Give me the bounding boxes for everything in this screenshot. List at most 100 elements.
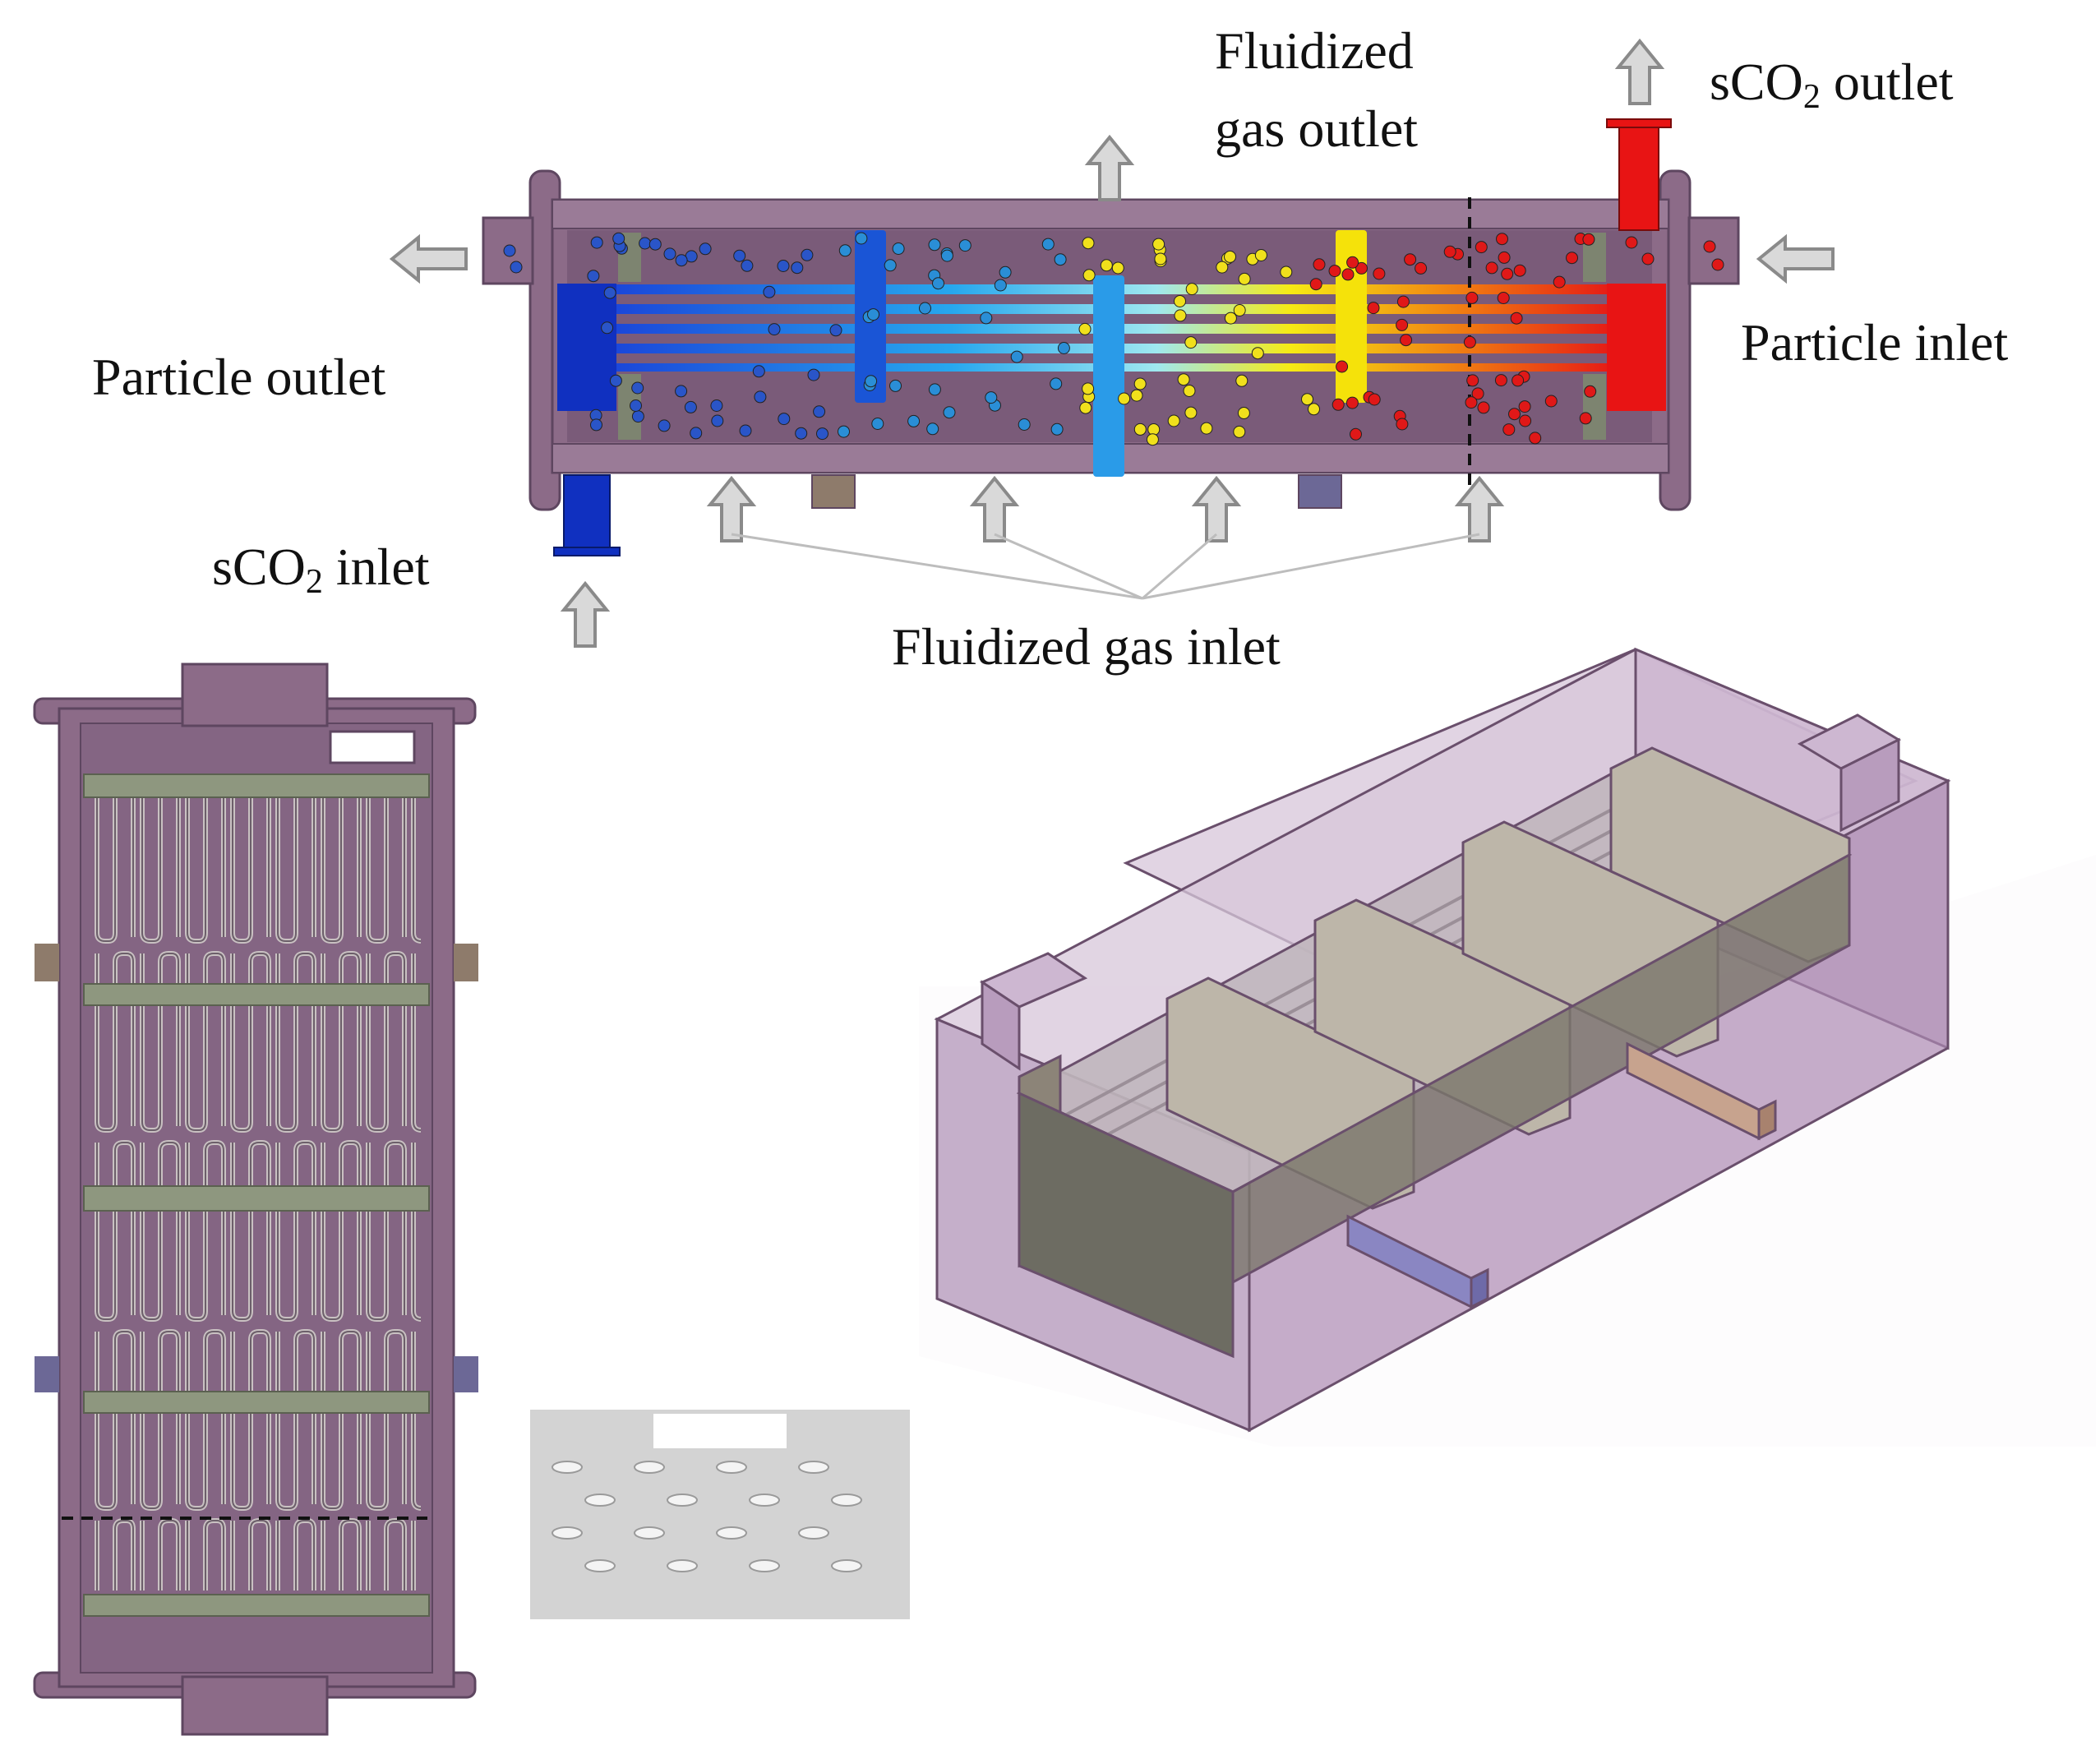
particle-dot-icon — [795, 427, 808, 440]
particle-cloud — [503, 232, 1724, 446]
particle-dot-icon — [1711, 258, 1724, 271]
particle-dot-icon — [1174, 309, 1187, 322]
flow-arrows — [389, 38, 1835, 648]
particle-dot-icon — [1566, 252, 1578, 265]
hollow-arrow-icon — [706, 475, 757, 542]
particle-dot-icon — [590, 418, 602, 432]
particle-dot-icon — [801, 248, 814, 261]
baffle-bar — [83, 1594, 430, 1617]
plate-hole — [798, 1526, 829, 1540]
particle-dot-icon — [752, 365, 765, 378]
particle-dot-icon — [631, 410, 644, 423]
particle-dot-icon — [889, 379, 902, 392]
particle-dot-icon — [1582, 233, 1595, 246]
particle-dot-icon — [778, 413, 791, 426]
fluidized-gas-outlet-label: Fluidized — [1215, 25, 1414, 77]
particle-dot-icon — [1254, 249, 1267, 261]
particle-dot-icon — [1510, 312, 1523, 325]
particle-dot-icon — [1477, 401, 1490, 414]
particle-dot-icon — [1519, 414, 1532, 427]
particle-dot-icon — [994, 279, 1007, 292]
particle-dot-icon — [710, 399, 723, 412]
cold-header — [557, 284, 616, 411]
fluidized-gas-outlet-line1: Fluidized — [1215, 21, 1414, 80]
particle-inlet-text: Particle inlet — [1741, 313, 2009, 372]
particle-dot-icon — [867, 308, 879, 321]
particle-dot-icon — [1079, 401, 1092, 414]
particle-dot-icon — [612, 232, 625, 245]
plate-hole — [667, 1494, 698, 1507]
particle-dot-icon — [838, 244, 852, 257]
particle-dot-icon — [1345, 396, 1359, 409]
particle-dot-icon — [1471, 387, 1484, 400]
particle-dot-icon — [958, 239, 972, 252]
side-port — [35, 1356, 59, 1392]
baffle-bar — [83, 983, 430, 1006]
particle-dot-icon — [943, 406, 956, 419]
particle-dot-icon — [1133, 422, 1147, 436]
particle-dot-icon — [1404, 253, 1417, 266]
particle-dot-icon — [919, 302, 931, 315]
hollow-arrow-icon — [1084, 134, 1135, 201]
particle-dot-icon — [1082, 269, 1096, 282]
particle-dot-icon — [1154, 252, 1167, 265]
particle-dot-icon — [1233, 425, 1246, 438]
particle-dot-icon — [684, 400, 697, 413]
particle-dot-icon — [777, 260, 790, 272]
fluidized-gas-inlet-label: Fluidized gas inlet — [892, 621, 1281, 673]
sco2-outlet-suffix: outlet — [1820, 53, 1954, 111]
sco2-inlet-flange — [553, 547, 621, 556]
particle-dot-icon — [1184, 406, 1198, 419]
side-port — [454, 944, 478, 981]
hollow-arrow-icon — [560, 580, 611, 648]
particle-dot-icon — [1465, 396, 1478, 409]
fluidized-gas-inlet-text: Fluidized gas inlet — [892, 617, 1281, 676]
particle-dot-icon — [1216, 261, 1229, 274]
particle-dot-icon — [1498, 251, 1511, 264]
particle-dot-icon — [1130, 389, 1143, 402]
particle-dot-icon — [1396, 318, 1409, 331]
particle-dot-icon — [658, 419, 671, 432]
hollow-arrow-icon — [1756, 233, 1835, 284]
particle-dot-icon — [813, 405, 826, 418]
particle-dot-icon — [1579, 412, 1592, 425]
particle-dot-icon — [754, 390, 767, 404]
fluidized-gas-outlet-line2: gas outlet — [1215, 99, 1419, 158]
particle-dot-icon — [1463, 335, 1476, 349]
particle-dot-icon — [648, 238, 662, 251]
particle-dot-icon — [1508, 408, 1521, 421]
gas-port-tan-end — [1757, 1099, 1777, 1141]
particle-dot-icon — [639, 237, 652, 250]
particle-dot-icon — [739, 424, 752, 437]
plate-hole — [552, 1461, 583, 1474]
particle-dot-icon — [1355, 261, 1368, 275]
particle-dot-icon — [1396, 295, 1410, 308]
particle-dot-icon — [1350, 427, 1362, 441]
particle-dot-icon — [1466, 374, 1479, 387]
particle-inlet-label: Particle inlet — [1741, 316, 2008, 369]
particle-dot-icon — [1200, 422, 1213, 435]
plate-hole — [584, 1559, 616, 1572]
particle-dot-icon — [807, 368, 820, 381]
baffle-3 — [1336, 230, 1367, 403]
particle-dot-icon — [590, 236, 603, 249]
particle-dot-icon — [631, 381, 644, 395]
sco2-inlet-label: sCO2 inlet — [212, 541, 430, 600]
baffle-bar — [83, 1185, 430, 1212]
particle-dot-icon — [1118, 392, 1131, 405]
top-view-window — [329, 730, 416, 764]
baffle-block — [1583, 374, 1606, 440]
iso-nozzle-left-body — [981, 980, 1021, 1071]
plate-hole — [716, 1526, 747, 1540]
particle-dot-icon — [1177, 373, 1190, 386]
particle-dot-icon — [999, 265, 1012, 279]
baffle-2 — [1093, 275, 1124, 477]
gas-inlet-leaders — [731, 533, 1480, 600]
particle-dot-icon — [1309, 278, 1322, 291]
plate-hole — [749, 1559, 780, 1572]
particle-dot-icon — [928, 238, 941, 252]
plate-hole — [552, 1526, 583, 1540]
particle-dot-icon — [1513, 264, 1526, 277]
plate-holes — [552, 1461, 862, 1572]
particle-outlet-label: Particle outlet — [92, 351, 385, 404]
